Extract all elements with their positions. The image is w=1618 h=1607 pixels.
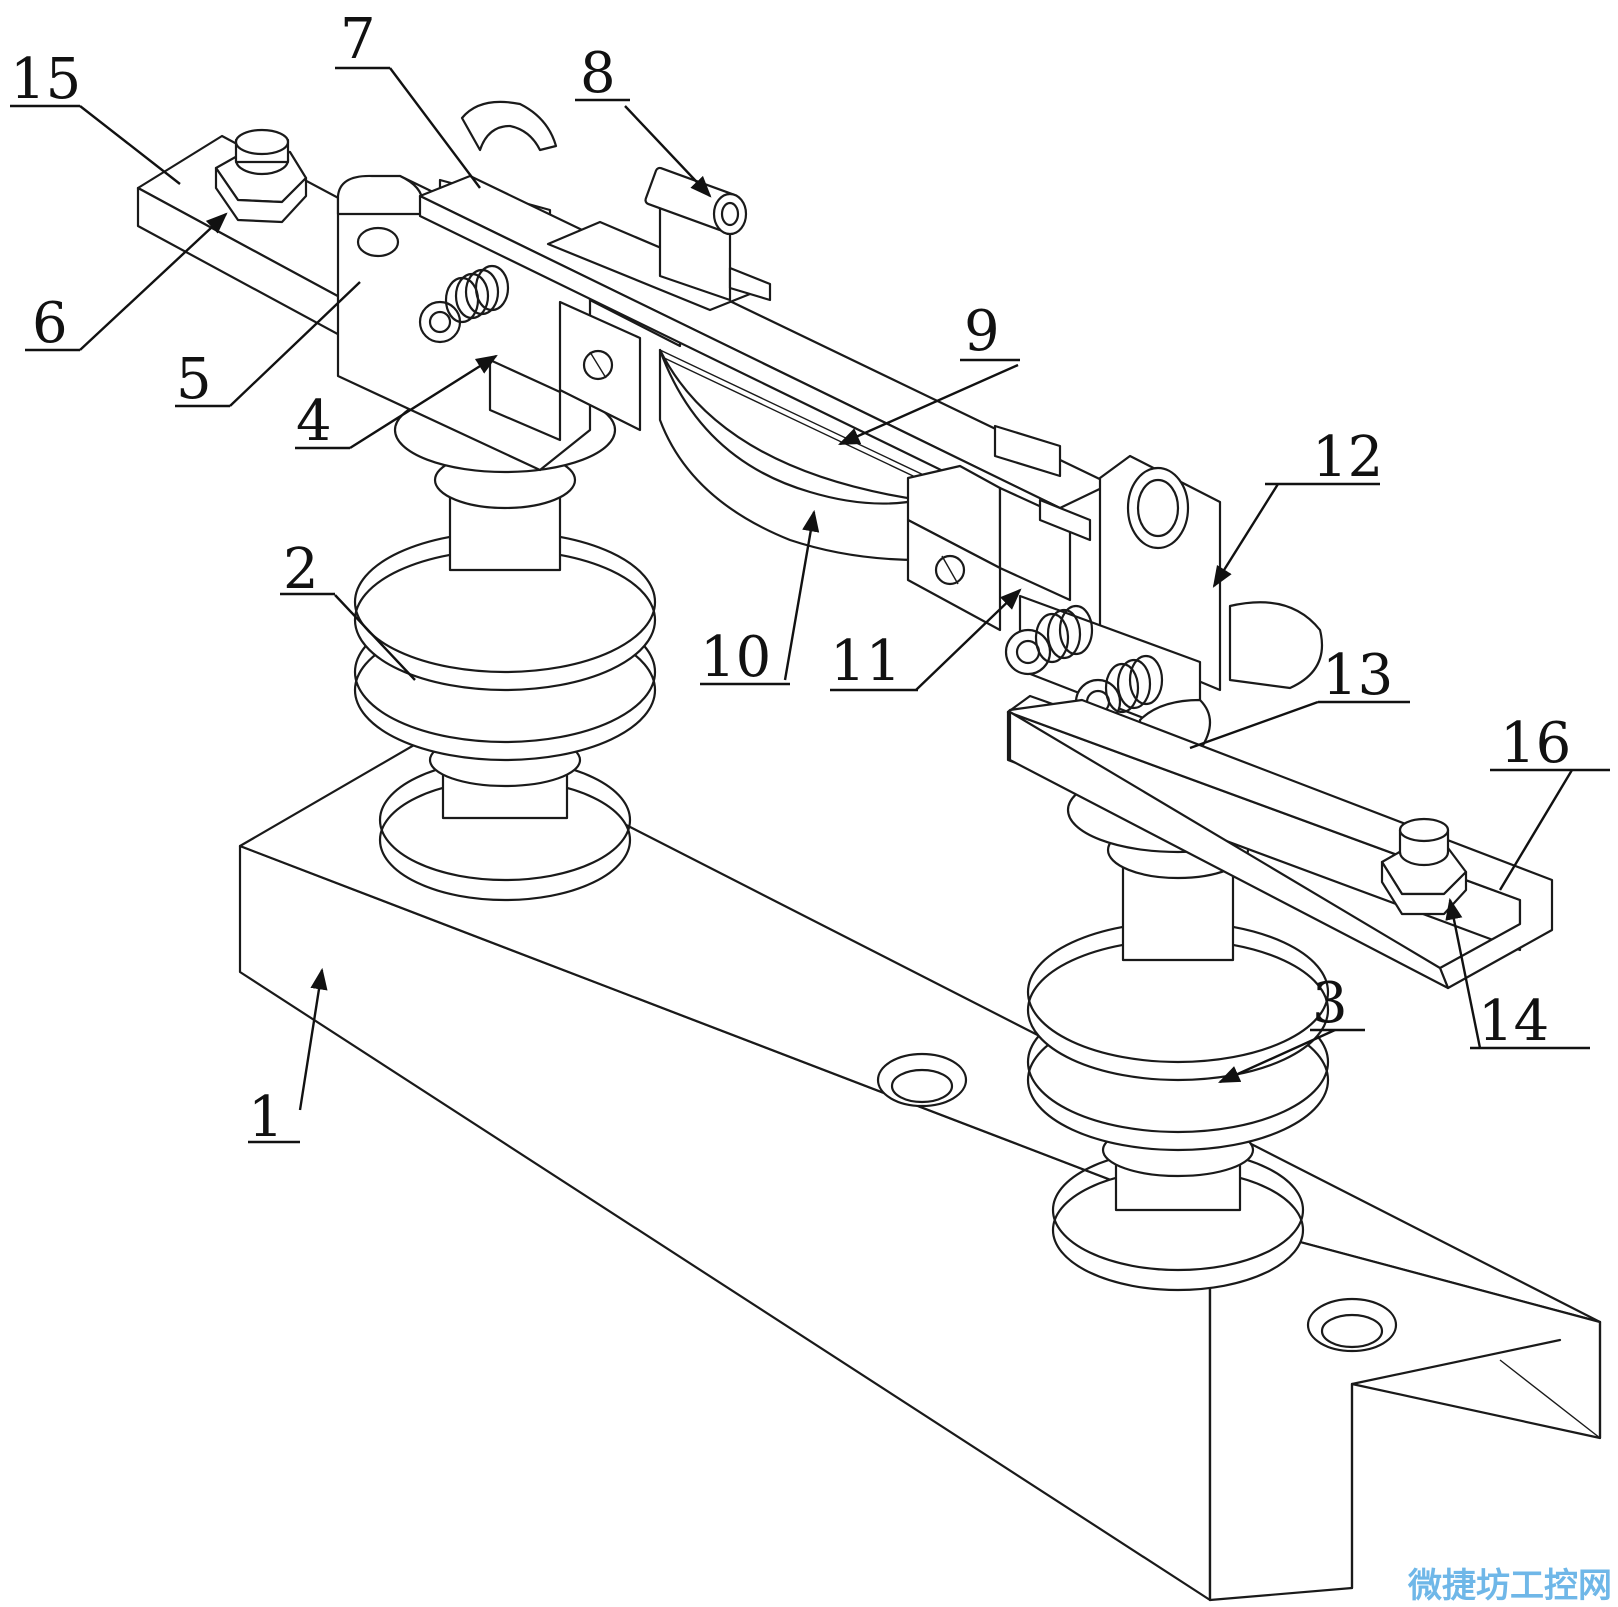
right-terminal-plate — [1006, 694, 1554, 990]
label-7: 7 — [340, 7, 376, 72]
watermark: 微捷坊工控网 — [1407, 1566, 1612, 1606]
handle-pin — [644, 166, 772, 302]
label-9: 9 — [964, 299, 1000, 364]
right-bracket — [1018, 454, 1324, 752]
label-15: 15 — [10, 47, 81, 112]
right-contact-clamp — [906, 424, 1092, 632]
label-12: 12 — [1312, 425, 1383, 490]
label-14: 14 — [1478, 989, 1549, 1054]
label-6: 6 — [32, 291, 68, 356]
label-13: 13 — [1322, 643, 1393, 708]
reference-numerals: 1 2 3 4 5 6 7 8 9 10 11 12 13 14 15 16 — [10, 7, 1571, 1150]
label-11: 11 — [830, 629, 901, 694]
label-2: 2 — [283, 537, 319, 602]
label-1: 1 — [248, 1085, 284, 1150]
label-3: 3 — [1312, 971, 1348, 1036]
left-insulator — [353, 386, 657, 902]
label-4: 4 — [296, 389, 332, 454]
compression-spring — [444, 264, 510, 324]
label-5: 5 — [176, 347, 212, 412]
label-8: 8 — [580, 41, 616, 106]
label-16: 16 — [1500, 711, 1571, 776]
label-underlines — [10, 66, 1610, 1144]
label-10: 10 — [700, 625, 771, 690]
leader-lines — [79, 67, 1574, 1111]
